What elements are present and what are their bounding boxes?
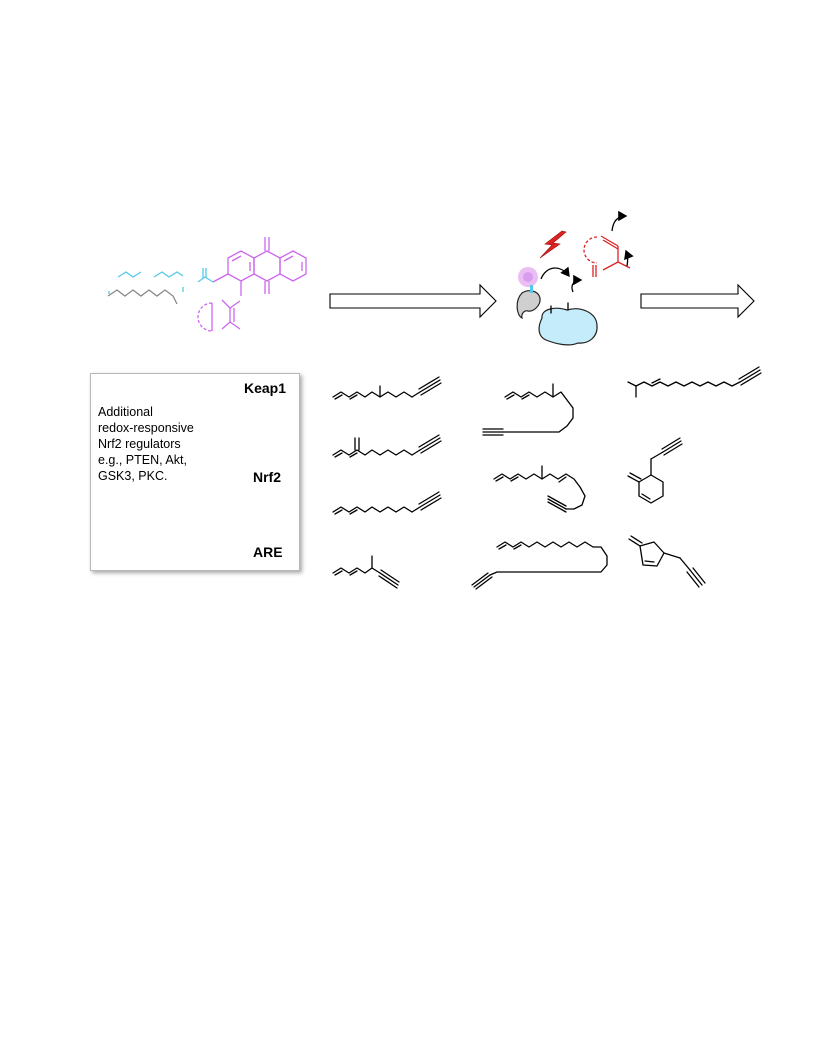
library-structure-2 bbox=[332, 434, 442, 458]
regulators-line-2: redox-responsive bbox=[98, 421, 194, 435]
keap1-label: Keap1 bbox=[244, 380, 287, 396]
library-structure-3 bbox=[332, 491, 442, 515]
are-label: ARE bbox=[253, 544, 283, 560]
probe-library bbox=[332, 366, 762, 590]
regulators-line-1: Additional bbox=[98, 405, 153, 419]
probe-gray-chain bbox=[107, 289, 178, 305]
released-electrophile bbox=[583, 235, 631, 277]
probe-molecule bbox=[107, 237, 307, 332]
library-structure-7 bbox=[471, 541, 608, 590]
keap1-protein-shape bbox=[516, 290, 541, 320]
library-structure-1 bbox=[332, 376, 442, 400]
regulators-line-5: GSK3, PKC. bbox=[98, 469, 168, 483]
lightning-bolt-icon bbox=[539, 230, 567, 259]
regulators-text: Additional redox-responsive Nrf2 regulat… bbox=[98, 404, 228, 484]
process-arrow-1 bbox=[329, 283, 497, 319]
probe-anthraquinone bbox=[197, 237, 307, 332]
library-structure-10 bbox=[628, 535, 706, 588]
library-structure-6 bbox=[493, 465, 586, 513]
nrf2-label: Nrf2 bbox=[253, 469, 282, 485]
library-structure-4 bbox=[332, 555, 400, 589]
target-protein-shape bbox=[538, 307, 598, 346]
library-structure-9 bbox=[627, 437, 683, 504]
nrf2-pathway-box bbox=[90, 373, 300, 571]
process-arrow-2 bbox=[640, 283, 755, 319]
probe-cyan-chain bbox=[108, 268, 214, 294]
regulators-line-3: Nrf2 regulators bbox=[98, 437, 181, 451]
library-structure-8 bbox=[627, 366, 762, 398]
regulators-line-4: e.g., PTEN, Akt, bbox=[98, 453, 187, 467]
protein-labeling-cartoon bbox=[516, 210, 634, 346]
library-structure-5 bbox=[482, 383, 574, 436]
